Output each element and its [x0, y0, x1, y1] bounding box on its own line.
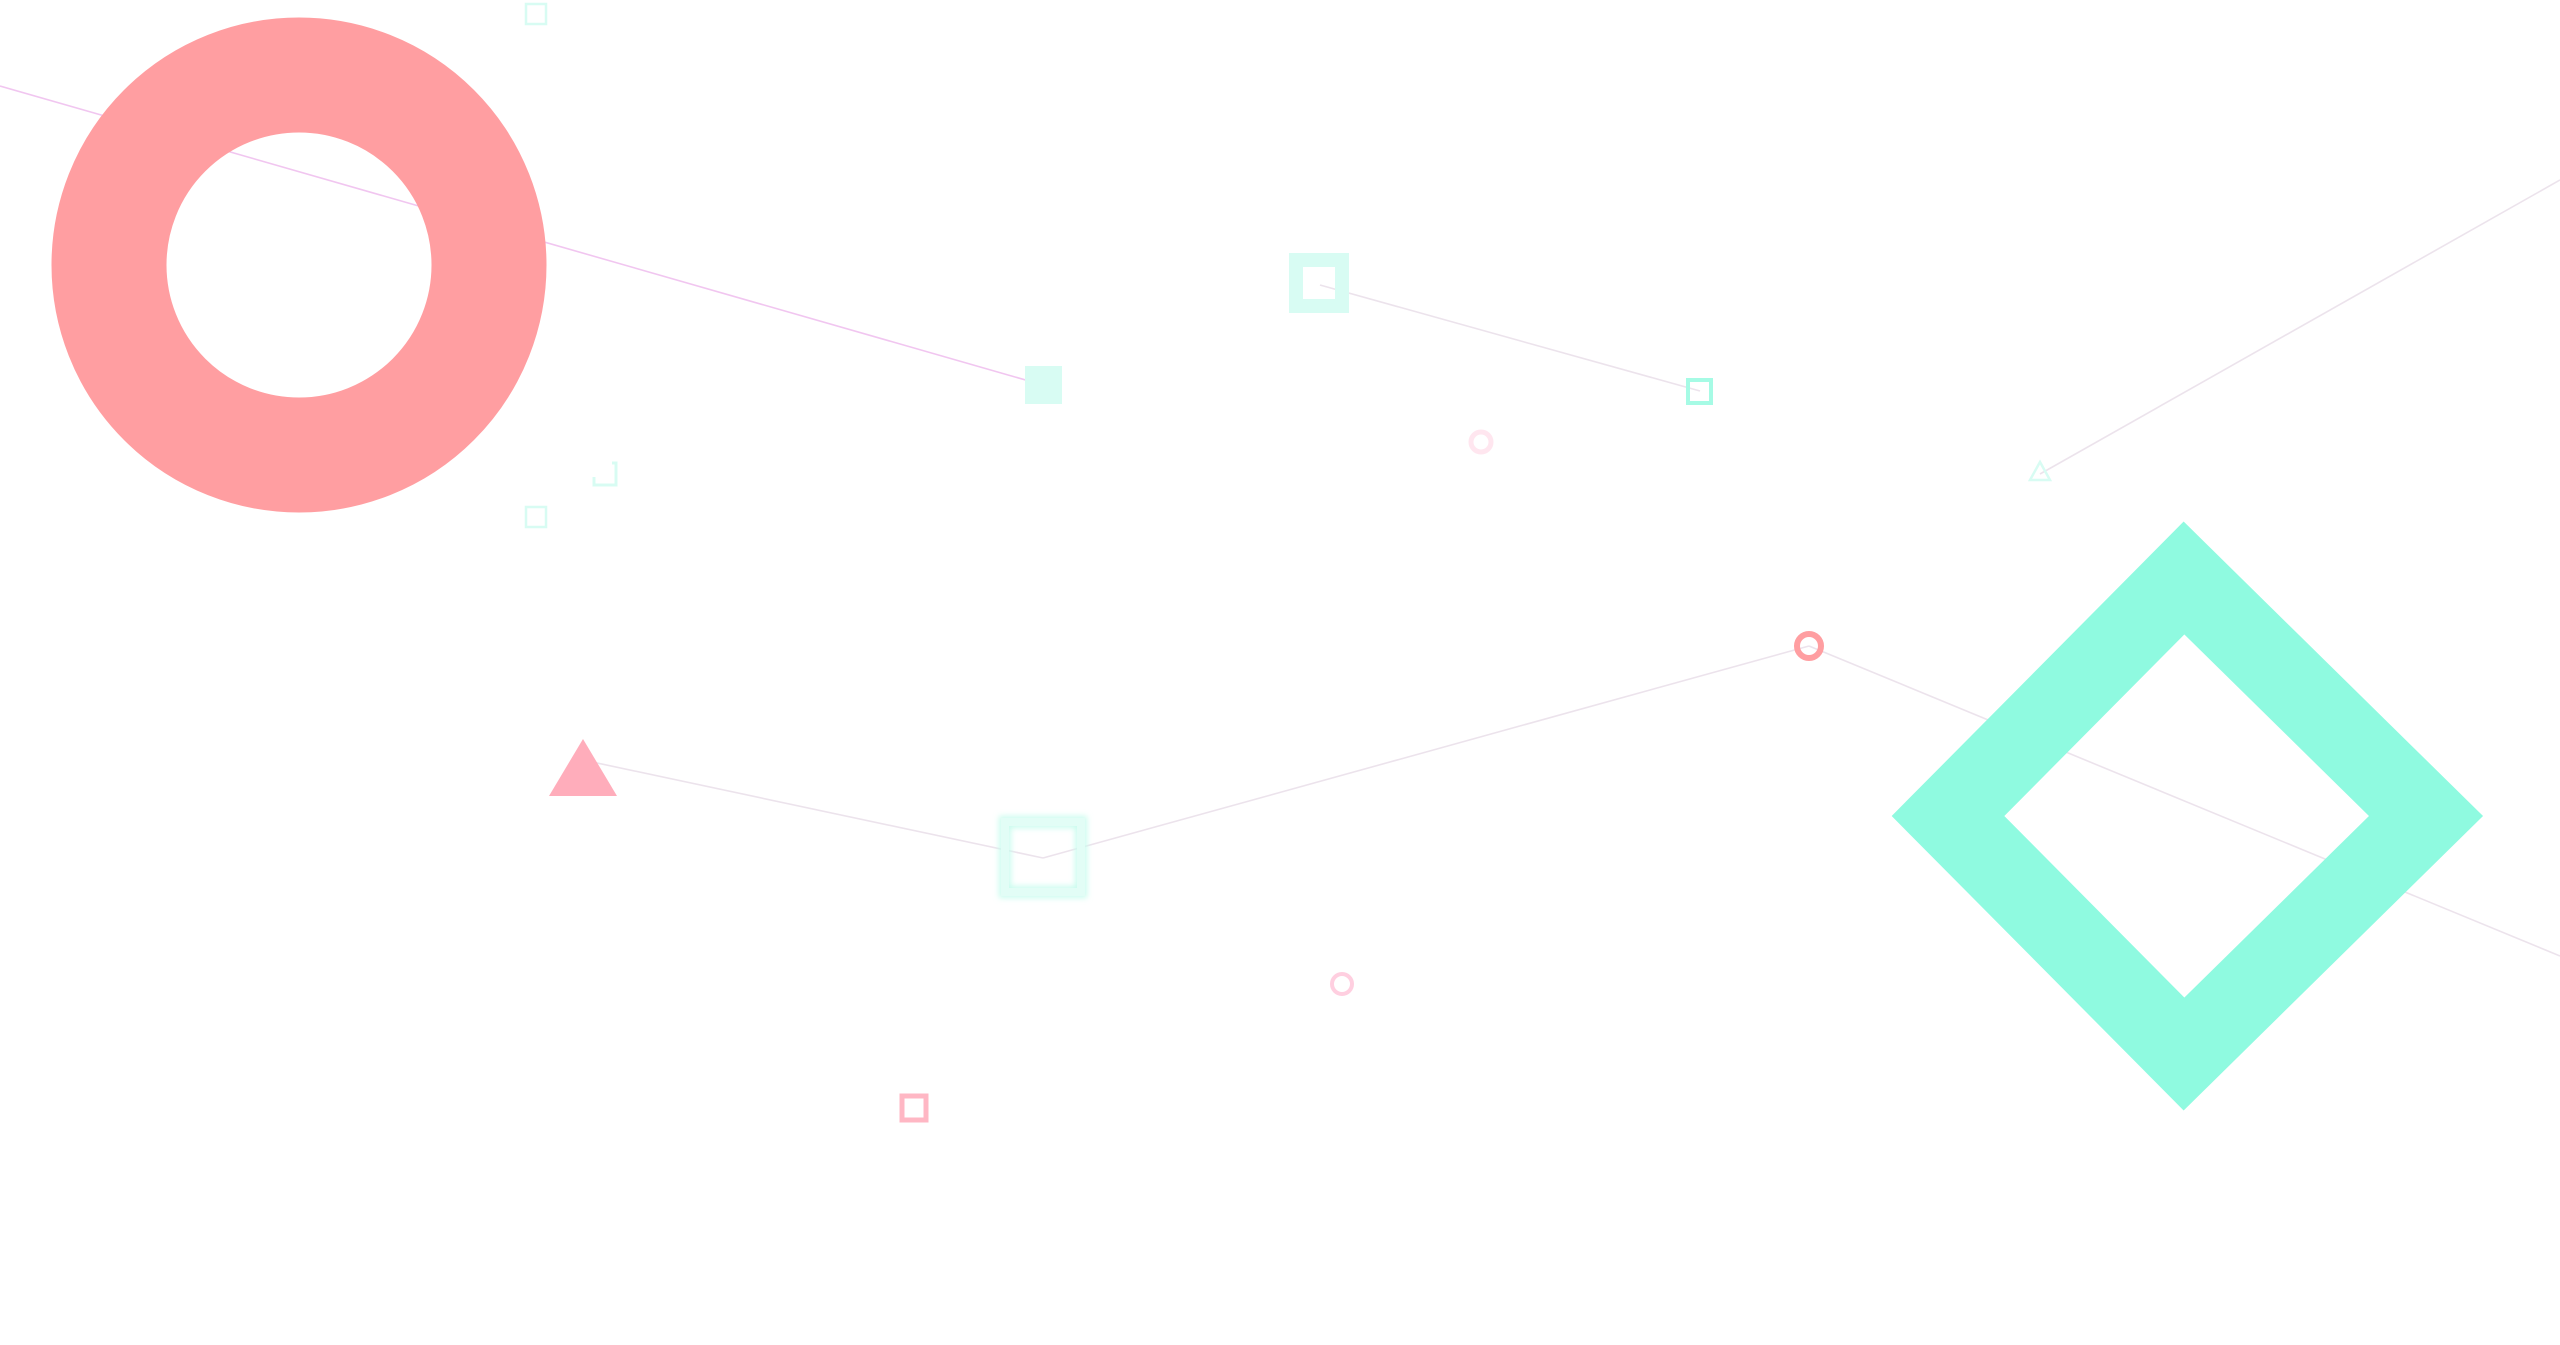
mint-tiny-square-top: [524, 2, 548, 26]
mint-square-outline-glow-core: [1001, 818, 1085, 896]
large-mint-diamond-outline: [1891, 521, 2484, 1111]
mint-square-outline-small: [1686, 378, 1713, 405]
mint-square-outline-top: [1289, 253, 1349, 313]
mint-square-filled: [1025, 366, 1062, 404]
connector-line-6: [1808, 645, 2560, 957]
pink-circle-outline: [1330, 972, 1354, 996]
connector-line-3: [2039, 179, 2560, 475]
connector-line-4: [582, 759, 1044, 859]
mint-triangle-outline: [2027, 459, 2053, 482]
connector-line-5: [1042, 645, 1810, 859]
pink-circle-faint: [1468, 429, 1494, 455]
connector-line-2: [1319, 284, 1701, 392]
pink-triangle: [549, 739, 617, 796]
coral-circle-outline: [1794, 631, 1824, 661]
pink-square-outline: [899, 1093, 929, 1123]
large-coral-ring: [51, 17, 547, 513]
mint-tiny-square-left: [524, 505, 548, 529]
mint-bracket: [592, 461, 618, 487]
